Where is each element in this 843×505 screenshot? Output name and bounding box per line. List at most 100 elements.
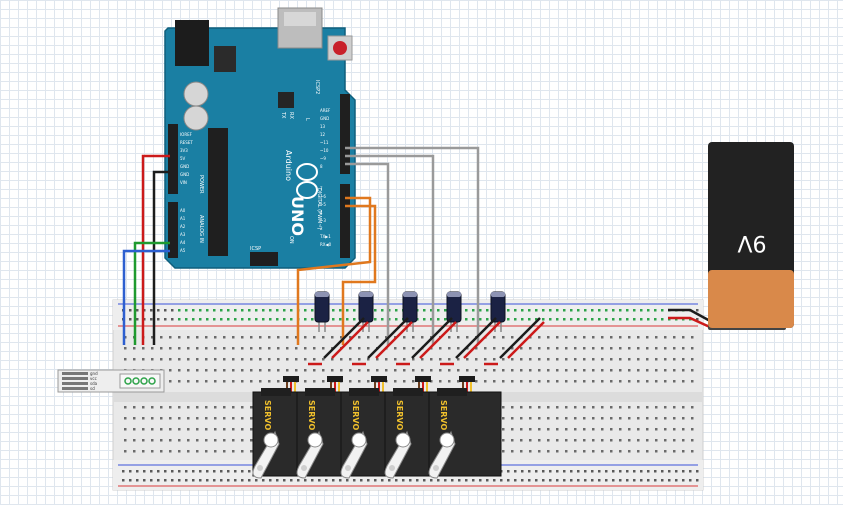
servo-label: SERVO bbox=[351, 400, 360, 430]
wire-green-a4 bbox=[133, 241, 170, 345]
power-label: POWER bbox=[198, 175, 204, 194]
wire-blue-a5 bbox=[122, 249, 170, 345]
digital-header-bottom bbox=[340, 184, 350, 258]
digital-label: DIGITAL (PWM~) bbox=[316, 188, 322, 230]
wire-gray-11 bbox=[345, 146, 480, 345]
battery-9v: 9V bbox=[708, 142, 794, 330]
pin-label: ~5 bbox=[320, 202, 326, 207]
arduino-model: UNO bbox=[288, 196, 307, 236]
pin-label: GND bbox=[180, 172, 189, 177]
wire-battery-red bbox=[668, 316, 713, 330]
capacitors bbox=[314, 291, 506, 332]
jumper-wire-power bbox=[507, 321, 545, 359]
jumper-wire-power bbox=[463, 321, 501, 359]
servo-label: SERVO bbox=[395, 400, 404, 430]
power-header bbox=[168, 124, 178, 194]
capacitor bbox=[490, 291, 506, 332]
wires bbox=[122, 146, 713, 345]
pin-label: RESET bbox=[180, 140, 193, 145]
analog-header bbox=[168, 202, 178, 258]
wire-orange-6 bbox=[296, 196, 372, 345]
power-jack bbox=[175, 20, 209, 66]
wire-gray-10 bbox=[345, 154, 435, 345]
wire-orange-5 bbox=[341, 204, 377, 345]
pin-label: 13 bbox=[320, 124, 326, 129]
icsp-label: ICSP bbox=[250, 246, 261, 252]
jumper-wires bbox=[308, 317, 545, 366]
pin-label: ~9 bbox=[320, 156, 326, 161]
pin-label: 3V3 bbox=[180, 148, 188, 153]
sensor-pin-label: sda bbox=[90, 381, 98, 386]
digital-bottom-labels: 7 ~6 ~5 4 ~3 2TX▶1RX◀0 bbox=[319, 186, 332, 247]
pin-label: GND bbox=[320, 116, 329, 121]
pin-label: ~6 bbox=[320, 194, 326, 199]
icsp2-label: ICSP2 bbox=[314, 80, 320, 94]
jumper-wire-power bbox=[419, 321, 457, 359]
pin-label: A3 bbox=[180, 232, 186, 237]
pin-label: RX◀0 bbox=[320, 242, 332, 247]
capacitor bbox=[358, 291, 374, 332]
pin-label: A2 bbox=[180, 224, 186, 229]
pin-label: GND bbox=[180, 164, 189, 169]
wire-red-5v bbox=[141, 154, 170, 345]
pin-label: AREF bbox=[320, 108, 331, 113]
battery-label: 9V bbox=[737, 230, 766, 255]
jumper-wire-gnd bbox=[411, 317, 453, 359]
servo-motor: SERVO bbox=[428, 376, 502, 479]
analog-label: ANALOG IN bbox=[198, 215, 204, 243]
on-label: ON bbox=[288, 236, 294, 244]
pin-label: TX▶1 bbox=[319, 234, 331, 239]
servo-label: SERVO bbox=[263, 400, 272, 430]
reset-icon bbox=[333, 41, 347, 55]
l-label: L bbox=[304, 118, 310, 121]
servo-motors: SERVO SERVO SERVO SERVO SERVO bbox=[252, 376, 502, 479]
tx-label: TX bbox=[280, 111, 286, 119]
servo-motor: SERVO bbox=[296, 376, 344, 479]
icsp-header bbox=[250, 252, 278, 266]
wire-gray-9 bbox=[345, 162, 390, 345]
wire-black-gnd bbox=[152, 170, 170, 345]
pin-label: 12 bbox=[320, 132, 326, 137]
servo-label: SERVO bbox=[439, 400, 448, 430]
pin-label: 5V bbox=[180, 156, 186, 161]
jumper-wire-gnd bbox=[367, 317, 409, 359]
microcontroller-chip bbox=[208, 128, 228, 256]
jumper-wire-gnd bbox=[323, 317, 365, 359]
arduino-logo bbox=[296, 163, 318, 199]
capacitor bbox=[446, 291, 462, 332]
pin-label: ~11 bbox=[320, 140, 329, 145]
pin-label: A1 bbox=[180, 216, 186, 221]
pin-label: A0 bbox=[180, 208, 186, 213]
pin-label: IOREF bbox=[180, 132, 193, 137]
pin-label: 4 bbox=[320, 210, 323, 215]
servo-label: SERVO bbox=[307, 400, 316, 430]
arduino-brand: Arduino bbox=[284, 150, 293, 181]
rx-label: RX bbox=[288, 112, 294, 119]
digital-header-top bbox=[340, 94, 350, 174]
arduino-uno-board: Arduino UNO ICSP2 ICSP TX RX L ON POWER … bbox=[164, 7, 356, 269]
pin-label: ~3 bbox=[320, 218, 326, 223]
capacitor bbox=[314, 291, 330, 332]
jumper-wire-gnd bbox=[455, 317, 497, 359]
sensor-pin-label: vcc bbox=[90, 376, 97, 381]
sensor-pin-label: gnd bbox=[90, 371, 98, 376]
pin-label: A5 bbox=[180, 248, 186, 253]
jumper-wire-power bbox=[375, 321, 413, 359]
capacitor bbox=[402, 291, 418, 332]
pin-label: ~10 bbox=[320, 148, 329, 153]
pin-label: A4 bbox=[180, 240, 186, 245]
sensor-pin-label: scl bbox=[90, 386, 95, 391]
jumper-wire-power bbox=[331, 321, 369, 359]
servo-motor: SERVO bbox=[252, 376, 300, 479]
pin-label: 7 bbox=[320, 186, 323, 191]
servo-motor: SERVO bbox=[340, 376, 388, 479]
servo-motor: SERVO bbox=[384, 376, 432, 479]
wire-battery-black bbox=[668, 308, 713, 324]
pin-label: 2 bbox=[320, 226, 323, 231]
